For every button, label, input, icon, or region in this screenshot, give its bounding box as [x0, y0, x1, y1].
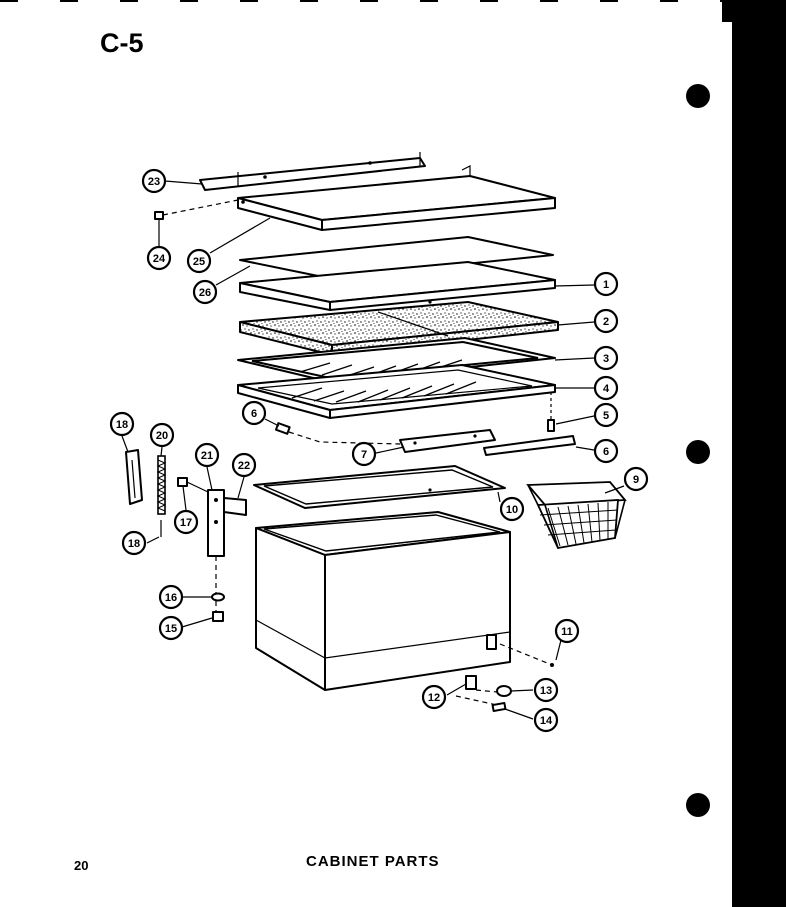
scan-artifact-top: [0, 0, 732, 2]
lid-liner-sheet: [239, 236, 554, 279]
scan-edge-notch: [722, 0, 732, 22]
callout-4: 4: [593, 375, 619, 401]
callout-9: 9: [623, 466, 649, 492]
callout-label: 16: [165, 592, 177, 604]
callout-26: 26: [192, 279, 218, 305]
callout-13: 13: [533, 677, 559, 703]
callout-3: 3: [593, 345, 619, 371]
callout-label: 2: [603, 316, 609, 328]
binder-hole-middle: [686, 440, 710, 464]
callout-label: 5: [603, 410, 609, 422]
wire-basket: [526, 481, 627, 550]
lid-frame: [237, 165, 556, 231]
callout-17: 17: [173, 509, 199, 535]
lid-panel: [239, 261, 556, 311]
callout-label: 9: [633, 474, 639, 486]
callout-label: 6: [603, 446, 609, 458]
callout-25: 25: [186, 248, 212, 274]
callout-label: 13: [540, 685, 552, 697]
callout-16: 16: [158, 584, 184, 610]
callout-label: 6: [251, 408, 257, 420]
page-code: C-5: [100, 28, 144, 58]
callout-22: 22: [231, 452, 257, 478]
callout-label: 17: [180, 517, 192, 529]
page-title: CABINET PARTS: [306, 853, 440, 870]
lid-strip: [483, 435, 576, 456]
callout-6-right: 6: [593, 438, 619, 464]
lid-screw: [547, 392, 555, 432]
callout-5: 5: [593, 402, 619, 428]
binder-hole-bottom: [686, 793, 710, 817]
callout-18-pin: 18: [121, 530, 147, 556]
scan-edge-right: [732, 0, 786, 907]
callout-14: 14: [533, 707, 559, 733]
callout-label: 14: [540, 715, 553, 727]
callout-label: 1: [603, 279, 609, 291]
callout-label: 23: [148, 176, 160, 188]
page-number: 20: [74, 858, 89, 873]
callout-7: 7: [351, 441, 377, 467]
hinge-bracket: [399, 429, 496, 453]
callout-label: 4: [603, 383, 610, 395]
cabinet-side-screw: [499, 643, 554, 667]
callout-label: 25: [193, 256, 205, 268]
callout-label: 15: [165, 623, 177, 635]
hinge-assembly: [125, 449, 247, 557]
lid-gasket: [237, 337, 556, 383]
callout-6-left: 6: [241, 400, 267, 426]
callout-18-spring: 18: [109, 411, 135, 437]
callout-label: 26: [199, 287, 211, 299]
lid-trim-rail: [199, 152, 426, 191]
callout-label: 3: [603, 353, 609, 365]
callout-label: 7: [361, 449, 367, 461]
callout-label: 22: [238, 460, 250, 472]
callout-label: 10: [506, 504, 518, 516]
leader-lines: [121, 180, 625, 720]
inner-lid-liner: [237, 364, 556, 419]
cabinet-body: [255, 511, 511, 691]
callout-24: 24: [146, 245, 172, 271]
callout-1: 1: [593, 271, 619, 297]
callout-21: 21: [194, 442, 220, 468]
callout-label: 18: [116, 419, 128, 431]
callout-label: 20: [156, 430, 168, 442]
callout-2: 2: [593, 308, 619, 334]
hinge-screw: [274, 422, 401, 445]
callout-label: 21: [201, 450, 213, 462]
callout-10: 10: [499, 496, 525, 522]
callout-label: 24: [153, 253, 166, 265]
callout-23: 23: [141, 168, 167, 194]
hinge-spring: [156, 455, 167, 515]
leveling-hardware: [455, 675, 512, 712]
callout-12: 12: [421, 684, 447, 710]
binder-hole-top: [686, 84, 710, 108]
callout-label: 11: [561, 626, 573, 638]
hinge-washer-nut: [211, 556, 225, 622]
trim-screw: [154, 199, 239, 220]
callout-11: 11: [554, 618, 580, 644]
callout-15: 15: [158, 615, 184, 641]
callout-label: 18: [128, 538, 140, 550]
callout-label: 12: [428, 692, 440, 704]
cabinet-top-gasket: [253, 465, 506, 509]
callout-20: 20: [149, 422, 175, 448]
